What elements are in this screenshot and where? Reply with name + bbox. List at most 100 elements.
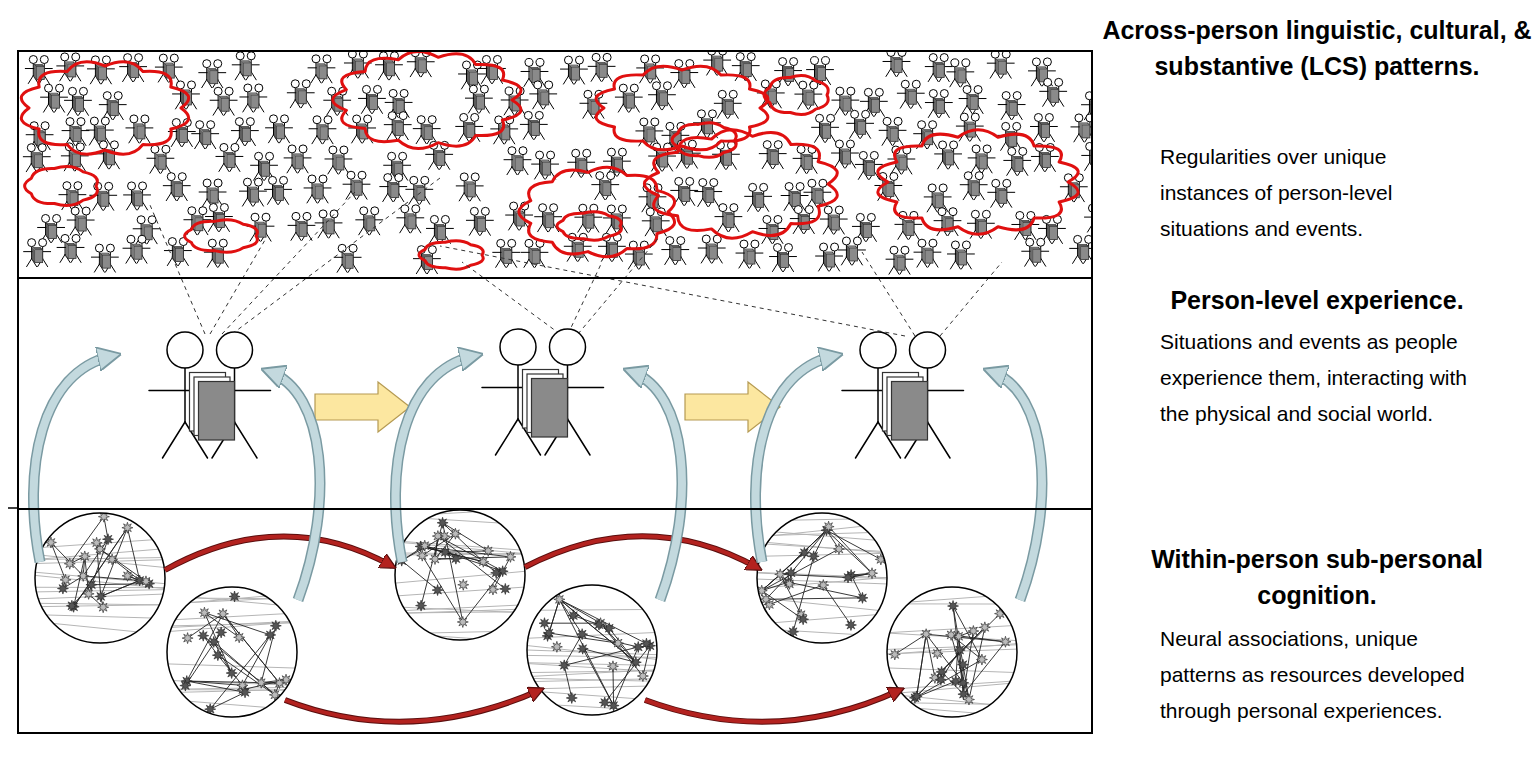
figure-leg: [1034, 163, 1039, 171]
document-page: [979, 156, 987, 169]
document-page: [297, 90, 305, 103]
figure-leg: [778, 161, 783, 169]
figure-head: [534, 81, 542, 89]
document-stack: [897, 155, 907, 170]
document-page: [1014, 157, 1022, 170]
figure-body: [66, 190, 67, 202]
person-pair: [520, 111, 547, 139]
figure-leg: [591, 73, 596, 81]
figure-leg: [89, 137, 94, 145]
figure-body: [433, 149, 434, 161]
document-page: [818, 68, 826, 81]
figure-leg: [987, 165, 992, 173]
document-stack: [1013, 156, 1023, 171]
document-page: [531, 68, 539, 81]
document-page: [261, 162, 269, 175]
figure-head: [29, 56, 37, 64]
figure-head: [747, 53, 755, 61]
document-page: [723, 152, 731, 165]
document-page: [805, 91, 813, 104]
figure-body: [868, 96, 869, 108]
person-pair: [266, 115, 293, 143]
figure-leg: [251, 72, 256, 80]
figure-leg: [290, 100, 295, 108]
figure-head: [950, 141, 958, 149]
figure-head: [870, 151, 878, 159]
person-pair: [240, 84, 267, 112]
figure-body: [1089, 150, 1090, 162]
figure-leg: [44, 104, 49, 112]
figure-body: [171, 181, 172, 193]
figure-head: [763, 141, 771, 149]
crowd: [23, 52, 1091, 274]
figure-head: [410, 176, 418, 184]
figure-leg: [459, 193, 464, 201]
document-page: [75, 98, 83, 111]
figure-head: [708, 52, 716, 55]
figure-head: [811, 57, 819, 65]
figure-head: [395, 174, 403, 182]
document-page: [335, 156, 343, 169]
stick-figure: [1015, 147, 1031, 175]
figure-head: [328, 87, 336, 95]
figure-head: [864, 88, 872, 96]
person-pair: [287, 80, 314, 108]
figure-leg: [1074, 134, 1079, 142]
person-pair: [456, 173, 483, 201]
document-page: [241, 128, 249, 141]
document-stack: [133, 191, 143, 206]
figure-head: [110, 141, 118, 149]
document-page: [135, 193, 143, 206]
figure-body: [258, 160, 259, 172]
person-pair: [62, 118, 89, 146]
person-pair: [568, 149, 595, 177]
figure-head: [1002, 92, 1010, 100]
document-page: [476, 96, 484, 109]
stick-figure: [137, 115, 153, 143]
document-page: [173, 183, 181, 196]
document-stack: [71, 127, 81, 142]
figure-body: [656, 90, 657, 102]
document-page: [890, 128, 898, 141]
figure-head: [99, 141, 107, 149]
figure-leg: [213, 107, 218, 115]
figure-leg: [28, 76, 33, 84]
document-page: [390, 184, 398, 197]
figure-head: [203, 60, 211, 68]
figure-body: [596, 61, 597, 73]
figure-head: [729, 90, 737, 98]
document-page: [893, 58, 901, 71]
document-stack: [248, 187, 258, 202]
document-page: [725, 101, 733, 114]
document-stack: [135, 124, 145, 139]
figure-head: [939, 141, 947, 149]
document-stack: [569, 65, 579, 80]
document-stack: [260, 161, 270, 176]
stick-figure: [1051, 78, 1067, 106]
figure-head: [196, 121, 204, 129]
person-pair: [380, 174, 407, 202]
stick-figure: [967, 113, 983, 141]
document-page: [908, 91, 916, 104]
document-page: [136, 125, 144, 138]
figure-head: [400, 89, 408, 97]
person-pair: [671, 60, 698, 88]
figure-body: [387, 182, 388, 194]
person-pair: [504, 147, 531, 175]
document-page: [72, 154, 80, 167]
figure-leg: [259, 104, 264, 112]
figure-leg: [879, 108, 884, 116]
document-page: [294, 155, 302, 168]
document-page: [530, 121, 538, 134]
figure-leg: [166, 165, 171, 173]
person-pair: [406, 176, 433, 204]
document-page: [769, 151, 777, 164]
document-stack: [934, 99, 944, 114]
figure-body: [1039, 151, 1040, 163]
figure-head: [288, 145, 296, 153]
person-pair: [987, 52, 1014, 78]
figure-arms: [1082, 155, 1091, 156]
document-page: [646, 128, 654, 141]
figure-head: [894, 117, 902, 125]
stick-figure: [899, 146, 915, 174]
